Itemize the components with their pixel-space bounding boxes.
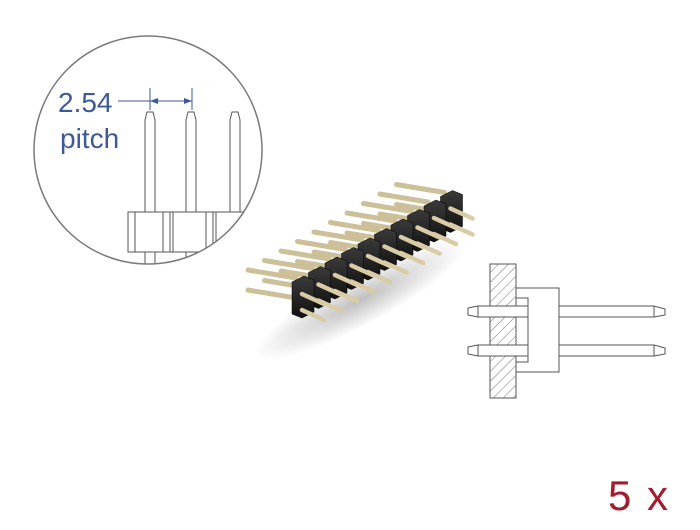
side-view-drawing bbox=[467, 263, 666, 399]
pin-header-photo bbox=[245, 182, 475, 361]
pitch-word: pitch bbox=[60, 123, 120, 154]
pin-column bbox=[245, 267, 327, 323]
quantity-label: 5 x bbox=[608, 472, 671, 519]
callout-drawing bbox=[118, 88, 249, 264]
pitch-value: 2.54 bbox=[58, 87, 113, 118]
